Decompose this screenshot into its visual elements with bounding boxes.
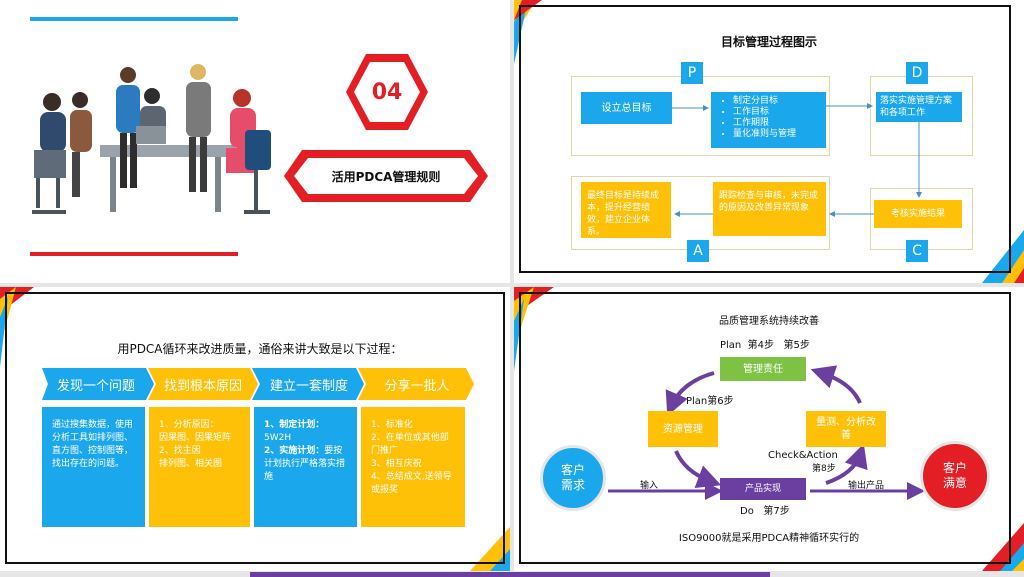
customer-satisfaction-text: 客户满意 [942, 461, 967, 490]
number-badge-hexagon [346, 54, 428, 130]
slide-frame [5, 292, 505, 564]
final-goal-box: 最终目标是持续成本，提升经营绩效，建立企业体系。 [581, 182, 671, 238]
top-accent-line [30, 17, 238, 21]
check-action-label: Check&Action [768, 450, 838, 461]
do-step-7-label: Do 第7步 [740, 506, 790, 517]
slide-title: 用PDCA循环来改进质量，通俗来讲大致是以下过程： [117, 341, 403, 356]
plan-item: 工作目标 [733, 107, 822, 118]
step-3-bold-2: 2、实施计划： [264, 446, 325, 456]
step-3-title: 建立一套制度 [269, 378, 348, 394]
plan-item: 制定分目标 [733, 96, 822, 107]
slide-frame [519, 292, 1011, 564]
step-4-text: 1、标准化 2、在单位或其他部门推广 3、相互庆祝 4、总结成文,送领导或报奖 [371, 420, 452, 495]
diagram-title: 品质管理系统持续改善 [719, 315, 819, 327]
customer-need-text: 客户需求 [560, 463, 585, 492]
step-chevrons [42, 368, 474, 400]
step-8-label: 第8步 [812, 464, 836, 474]
step-3-body: 1、制定计划： 5W2H 2、实施计划：要按计划执行严格落实措施 [254, 407, 357, 527]
step-1-body: 通过搜集数据，使用分析工具如排列图、直方图、控制图等，找出存在的问题。 [42, 407, 145, 527]
bottom-purple-strip [250, 572, 770, 577]
label-p: P [681, 62, 703, 84]
input-label: 输入 [640, 481, 659, 491]
plan-item: 工作期限 [733, 118, 822, 129]
step-3-text-2: 要按计划执行严格落实措施 [264, 446, 346, 482]
output-label: 输出产品 [848, 481, 885, 491]
measure-analyze-box: 量测、分析改善 [806, 411, 886, 447]
resource-management-box: 资源管理 [648, 411, 718, 447]
management-responsibility-box: 管理责任 [720, 357, 806, 381]
badge-number: 04 [371, 79, 403, 105]
plan-items-box: 制定分目标 工作目标 工作期限 量化准则与管理 [711, 92, 826, 148]
step-2-body: 1、分析原因： 因果图、因果矩阵 2、找主因 排列图、相关图 [149, 407, 250, 527]
step-4-body: 1、标准化 2、在单位或其他部门推广 3、相互庆祝 4、总结成文,送领导或报奖 [361, 407, 465, 527]
step-1-text: 通过搜集数据，使用分析工具如排列图、直方图、控制图等，找出存在的问题。 [52, 420, 134, 469]
label-c: C [906, 240, 928, 262]
footer-note: ISO9000就是采用PDCA精神循环实行的 [678, 532, 860, 544]
step-3-bold-1: 1、制定计划： [264, 420, 325, 430]
plan-step-6-label: Plan第6步 [686, 396, 734, 407]
check-result-box: 考核实施结果 [874, 200, 962, 228]
plan-items-list: 制定分目标 工作目标 工作期限 量化准则与管理 [715, 96, 822, 140]
slide-4[interactable]: 品质管理系统持续改善 Plan 第4步 第5步 管理责任 Plan第6步 资源管… [514, 287, 1024, 571]
plan-steps-label: Plan 第4步 第5步 [720, 340, 810, 351]
slide-3[interactable]: 用PDCA循环来改进质量，通俗来讲大致是以下过程： 发现一个问题 找到根本原因 … [0, 287, 510, 571]
slide-1[interactable]: 04 活用PDCA管理规则 [0, 0, 510, 283]
step-1-title: 发现一个问题 [56, 378, 135, 394]
customer-satisfaction-circle: 客户满意 [920, 441, 990, 511]
customer-need-circle: 客户需求 [540, 445, 606, 511]
step-2-text: 1、分析原因： 因果图、因果矩阵 2、找主因 排列图、相关图 [159, 420, 232, 469]
plan-item: 量化准则与管理 [733, 129, 822, 140]
slide-2[interactable]: 目标管理过程图示 P D C A 设立总目标 制定分目标 工作目标 工作期限 量… [514, 0, 1024, 283]
title-banner-shape [284, 150, 488, 202]
step-3-text: 1、制定计划： 5W2H 2、实施计划：要按计划执行严格落实措施 [264, 419, 347, 484]
bottom-accent-line [30, 252, 238, 256]
label-a: A [687, 240, 709, 262]
implement-box: 落实实施管理方案和各项工作 [876, 92, 962, 122]
slide-frame [519, 5, 1011, 273]
product-realization-box: 产品实现 [720, 478, 806, 500]
step-3-text-1: 5W2H [264, 433, 292, 443]
track-box: 跟踪检查与审核，未完成的原因及改善异常现象 [713, 182, 826, 236]
slide-title: 活用PDCA管理规则 [331, 169, 441, 184]
step-2-title: 找到根本原因 [163, 378, 242, 394]
set-goal-box: 设立总目标 [581, 92, 672, 124]
label-d: D [906, 62, 928, 84]
cycle-arrows [608, 365, 925, 500]
step-4-title: 分享一批人 [384, 378, 450, 394]
team-meeting-illustration [32, 64, 271, 214]
process-title: 目标管理过程图示 [720, 34, 817, 49]
process-arrows [672, 103, 922, 217]
